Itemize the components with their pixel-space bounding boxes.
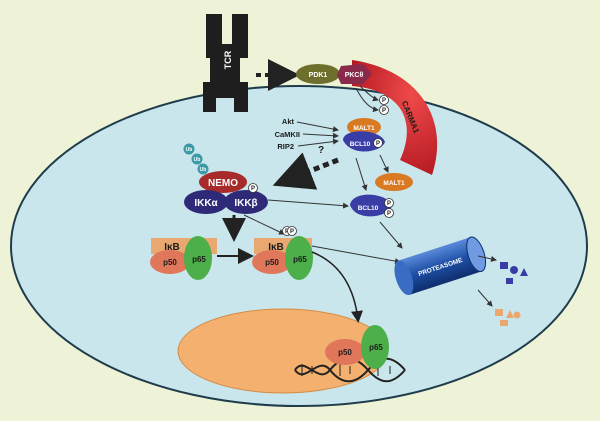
- p50-label: p50: [163, 258, 177, 267]
- pkc-theta-protein: [337, 64, 372, 84]
- bcl10-free-label: BCL10: [358, 205, 379, 212]
- pdk1-protein: [296, 64, 340, 84]
- ikk-beta-label: IKKβ: [234, 198, 257, 209]
- nfkb-ikb-complex-phosphorylated: IκB P P p50 p65: [252, 226, 313, 280]
- degraded-ikb-fragments: [495, 309, 521, 326]
- camkii-label: CaMKII: [275, 130, 300, 139]
- ikb-label: IκB: [268, 242, 284, 253]
- phospho-carma1-2: P: [379, 105, 389, 115]
- malt1-free: [375, 173, 413, 191]
- pdk1-label: PDK1: [309, 72, 328, 79]
- ubiquitin-chain: Ub Ub Ub: [183, 143, 209, 175]
- phospho-label: P: [290, 229, 294, 235]
- phospho-label: P: [251, 186, 255, 192]
- akt-label: Akt: [282, 117, 295, 126]
- p50-label: p50: [338, 348, 352, 357]
- nemo-protein: [199, 171, 247, 193]
- malt1-free-label: MALT1: [383, 180, 405, 187]
- ubiquitin-label: Ub: [200, 167, 207, 173]
- ikk-beta-protein: [224, 190, 268, 214]
- pkc-theta-label: PKCθ: [345, 72, 364, 79]
- ubiquitin-label: Ub: [194, 157, 201, 163]
- arrow-cbm-ikk: [272, 152, 339, 190]
- phospho-label: P: [387, 211, 391, 217]
- rip2-label: RIP2: [277, 142, 294, 151]
- bcl10-free: [350, 194, 392, 217]
- nfkb-nuclear-dimer: p50 p65: [325, 325, 389, 369]
- ikk-alpha-label: IKKα: [194, 198, 218, 209]
- malt1-bound-label: MALT1: [353, 125, 375, 132]
- nemo-label: NEMO: [208, 178, 238, 189]
- phospho-label: P: [382, 108, 386, 114]
- proteasome: PROTEASOME: [394, 236, 487, 296]
- malt1-bound: [347, 118, 381, 136]
- p65-label: p65: [192, 255, 206, 264]
- bcl10-bound: [343, 131, 385, 152]
- p65-label: p65: [293, 255, 307, 264]
- degraded-bcl10-fragments: [500, 262, 528, 284]
- phospho-bcl10-bound: P: [373, 138, 383, 148]
- phospho-carma1-1: P: [379, 95, 389, 105]
- phospho-label: P: [382, 98, 386, 104]
- rip2-question-mark: ?: [318, 145, 324, 156]
- phospho-bcl10-free-1: P: [384, 198, 394, 208]
- ubiquitin-label: Ub: [186, 147, 193, 153]
- tcr-receptor: TCR: [203, 14, 248, 112]
- nfkb-ikb-complex-inactive: IκB p50 p65: [150, 236, 217, 280]
- p65-label: p65: [369, 343, 383, 352]
- arrow-nuclear-translocation: [311, 251, 363, 323]
- tcr-label: TCR: [223, 50, 233, 69]
- phospho-label: P: [376, 141, 380, 147]
- ikk-alpha-protein: [184, 190, 228, 214]
- phospho-bcl10-free-2: P: [384, 208, 394, 218]
- ikb-label: IκB: [164, 242, 180, 253]
- p50-label: p50: [265, 258, 279, 267]
- phospho-label: P: [387, 201, 391, 207]
- phospho-label: P: [285, 229, 289, 235]
- phospho-ikk-beta: P: [248, 183, 258, 193]
- bcl10-bound-label: BCL10: [350, 141, 371, 148]
